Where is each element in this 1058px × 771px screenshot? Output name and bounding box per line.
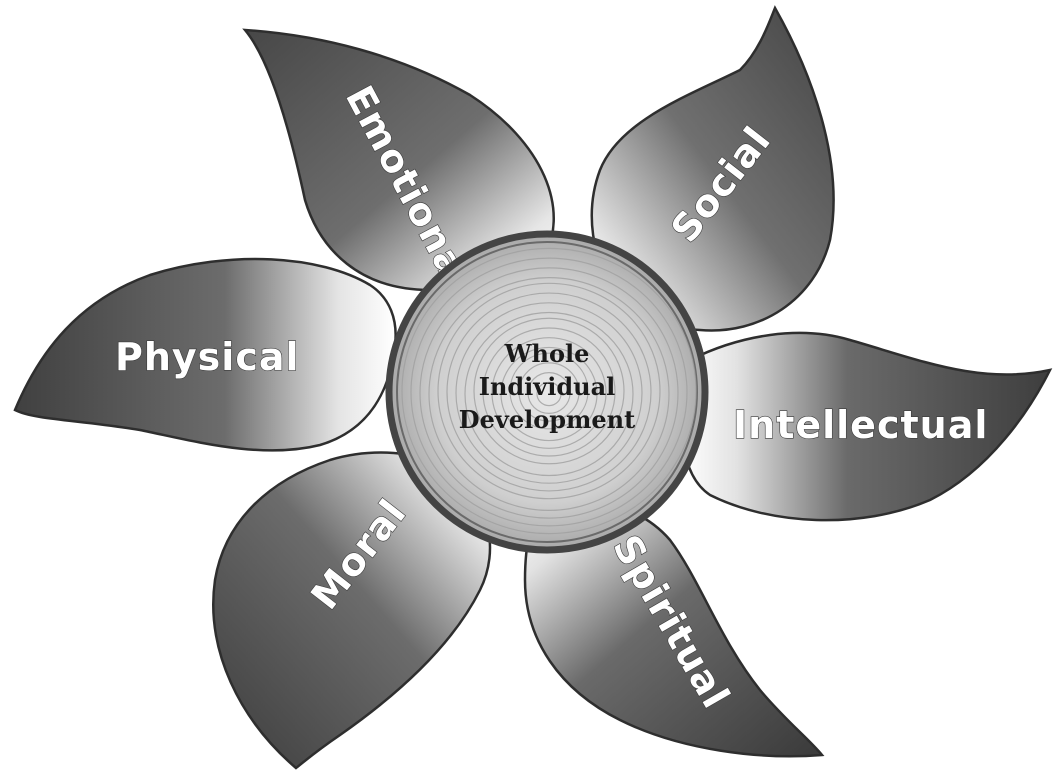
petal-spiritual [523,497,825,758]
wood-ring [491,337,607,449]
petal-social [590,5,835,332]
petal-label-intellectual: Intellectual [733,403,988,447]
wood-ring [437,282,661,500]
wood-ring [536,381,562,407]
petal-moral [212,451,492,770]
center-title-line2: Individual [479,372,616,401]
wood-ring [464,311,634,477]
wood-ring [428,277,670,512]
petal-intellectual [680,331,1053,522]
petal-label-physical: Physical [115,335,300,379]
wood-ring [482,327,616,457]
wood-ring [419,267,679,519]
wood-ring [455,302,643,484]
wood-ring [410,257,688,527]
wood-ring [527,372,571,414]
wood-ring [509,352,589,430]
center-title-line3: Development [459,405,635,434]
petal-physical [13,257,397,452]
wood-ring [473,317,625,465]
center-circle [385,230,709,554]
center-title-line1: Whole [504,339,590,368]
wood-ring [500,346,598,442]
wood-ring [401,247,697,535]
wood-ring [518,362,580,422]
wood-ring [446,292,652,492]
